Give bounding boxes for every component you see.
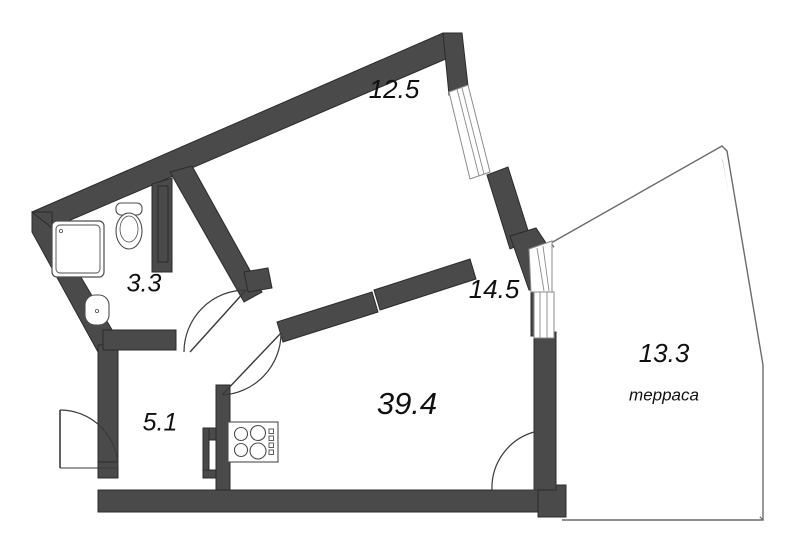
terrace-door <box>491 431 538 491</box>
windows-group <box>448 84 555 339</box>
bedroom-window <box>448 84 491 180</box>
entrance-door <box>59 409 119 469</box>
washbasin <box>84 294 110 326</box>
terrace-outline <box>550 145 764 521</box>
side-window <box>528 240 553 293</box>
cooktop <box>227 421 279 463</box>
room-area-bedroom: 12.5 <box>369 74 420 104</box>
room-area-hall: 5.1 <box>143 409 178 437</box>
room-area-terrace: 13.3 <box>639 338 690 368</box>
apartment-walls <box>31 32 567 518</box>
room-name-terrace: терраса <box>629 385 699 404</box>
toilet <box>115 202 143 250</box>
room-area-bathroom: 3.3 <box>127 270 162 298</box>
room-area-second-room: 14.5 <box>469 274 520 304</box>
living-window <box>533 291 555 339</box>
bathroom-fixtures <box>51 202 143 326</box>
room-area-living-kitchen: 39.4 <box>377 386 437 421</box>
hall-door <box>221 332 282 396</box>
doors-group <box>59 289 538 491</box>
room-labels: 12.5 3.3 14.5 39.4 5.1 13.3 терраса <box>127 74 699 437</box>
shower-tray <box>51 220 105 278</box>
bathroom-door <box>183 289 247 353</box>
